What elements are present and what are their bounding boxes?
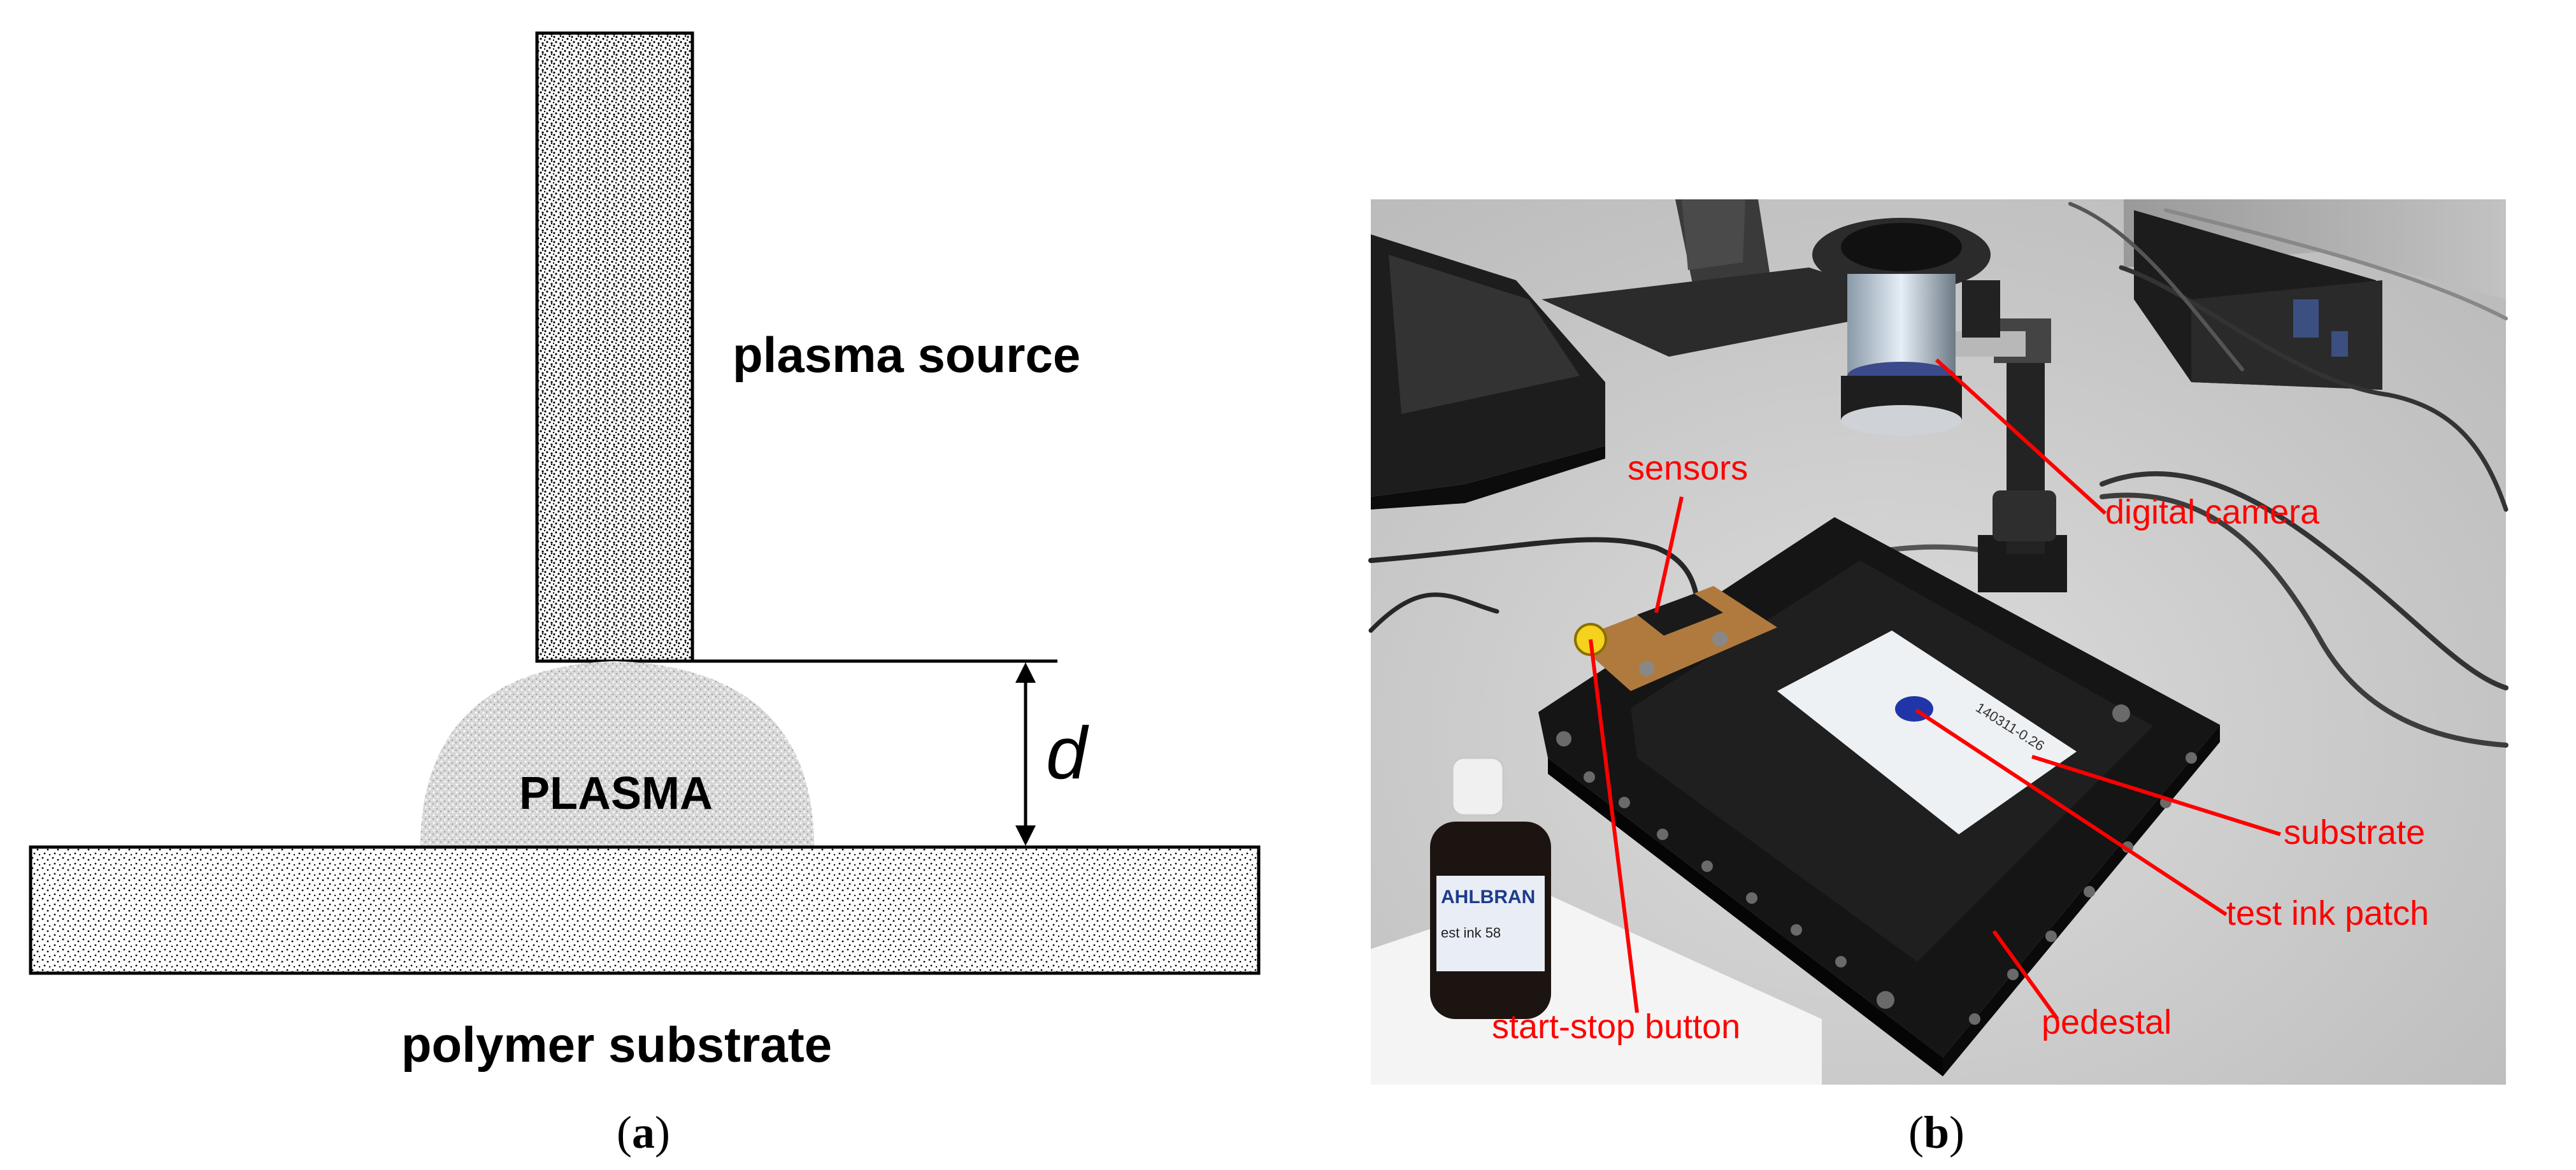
cables bbox=[1368, 202, 2508, 748]
plasma-source-label: plasma source bbox=[733, 327, 1080, 383]
label-digital-camera: digital camera bbox=[2105, 493, 2320, 531]
label-test-ink-patch: test ink patch bbox=[2226, 894, 2429, 932]
label-start-stop-button: start-stop button bbox=[1492, 1008, 1740, 1046]
plasma-source-column bbox=[535, 31, 694, 663]
ink-bottle: AHLBRAN est ink 58 bbox=[1371, 757, 1822, 1085]
leader-digital-camera bbox=[1935, 358, 2107, 515]
annotation-lines bbox=[1589, 358, 2281, 1020]
leader-sensors bbox=[1654, 496, 1684, 613]
bottle-label-brand: AHLBRAN bbox=[1441, 887, 1535, 908]
caption-b: (b) bbox=[1908, 1107, 1964, 1158]
leader-test-ink-patch bbox=[1915, 708, 2228, 917]
caption-a-letter: a bbox=[632, 1107, 655, 1158]
svg-text:(a): (a) bbox=[617, 1107, 670, 1158]
svg-text:(b): (b) bbox=[1908, 1107, 1964, 1158]
substrate-sheet: 140311-0.26 bbox=[1777, 631, 2077, 834]
sensor-board bbox=[1573, 586, 1777, 691]
leader-substrate bbox=[2031, 755, 2281, 836]
caption-b-letter: b bbox=[1924, 1107, 1949, 1158]
polymer-substrate-label: polymer substrate bbox=[401, 1017, 832, 1073]
computer-tower bbox=[2134, 210, 2382, 390]
distance-arrowhead-down bbox=[1015, 825, 1036, 846]
plasma-dome bbox=[420, 661, 814, 847]
annotation-labels: sensors digital camera substrate test in… bbox=[1492, 449, 2429, 1046]
keyboard bbox=[1371, 234, 1605, 510]
monitor bbox=[1542, 199, 1930, 357]
caption-a: (a) bbox=[617, 1107, 670, 1158]
leader-pedestal bbox=[1992, 930, 2059, 1020]
polymer-substrate-slab bbox=[29, 845, 1261, 975]
camera-stand bbox=[1949, 318, 2067, 592]
label-substrate: substrate bbox=[2284, 813, 2425, 852]
distance-label: d bbox=[1046, 711, 1089, 794]
distance-arrowhead-up bbox=[1015, 662, 1036, 683]
label-pedestal: pedestal bbox=[2042, 1003, 2172, 1041]
plasma-label: PLASMA bbox=[519, 768, 713, 819]
label-sensors: sensors bbox=[1628, 449, 1748, 487]
panel-a-schematic: plasma source PLASMA d polymer substrate… bbox=[29, 31, 1261, 1158]
leader-start-stop-button bbox=[1589, 639, 1639, 1013]
bottle-label-detail: est ink 58 bbox=[1441, 925, 1501, 941]
panel-b-photo: 140311-0.26 bbox=[1368, 199, 2508, 1158]
